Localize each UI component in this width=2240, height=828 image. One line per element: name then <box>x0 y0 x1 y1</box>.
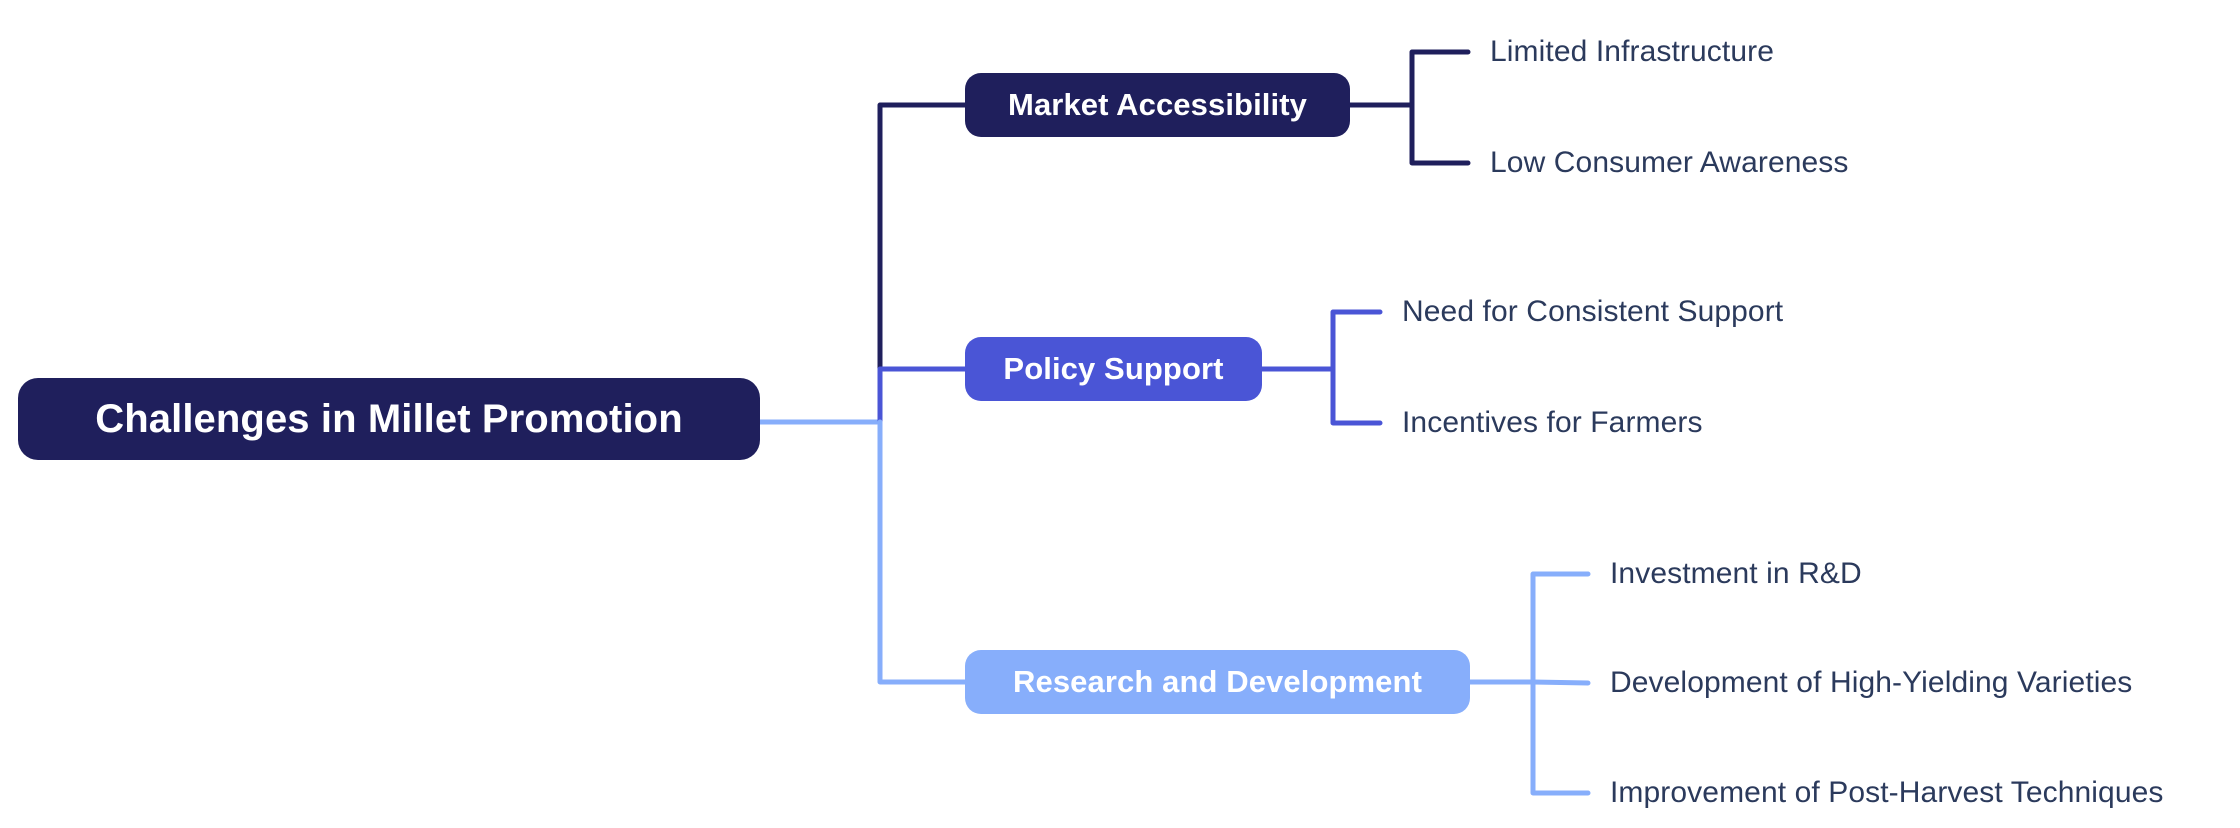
leaf-label-incentives-for-farmers[interactable]: Incentives for Farmers <box>1402 406 1703 439</box>
branch-node-label: Policy Support <box>1003 351 1224 386</box>
edge-root-to-branch-1 <box>877 366 968 425</box>
edge-branch-0-to-leaf-1 <box>1409 102 1471 166</box>
branch-node-label: Market Accessibility <box>1008 87 1307 122</box>
leaf-label-investment-in-rnd[interactable]: Investment in R&D <box>1610 557 1862 590</box>
leaf-label-limited-infrastructure[interactable]: Limited Infrastructure <box>1490 35 1774 68</box>
branch-node-label: Research and Development <box>1013 664 1422 699</box>
root-node[interactable]: Challenges in Millet Promotion <box>18 378 760 460</box>
root-node-label: Challenges in Millet Promotion <box>95 396 683 441</box>
edge-root-to-branch-0 <box>877 102 968 425</box>
edge-branch-2-to-leaf-2 <box>1530 679 1591 796</box>
leaf-label-need-for-consistent-support[interactable]: Need for Consistent Support <box>1402 295 1784 328</box>
edge-root-to-branch-2 <box>877 419 968 685</box>
leaf-label-low-consumer-awareness[interactable]: Low Consumer Awareness <box>1490 146 1849 179</box>
branch-node-market-accessibility[interactable]: Market Accessibility <box>965 73 1350 137</box>
edge-branch-2-to-leaf-0 <box>1530 571 1591 685</box>
edge-branch-0-to-leaf-0 <box>1409 49 1471 108</box>
leaf-label-improvement-of-post-harvest-techniques[interactable]: Improvement of Post-Harvest Techniques <box>1610 776 2164 809</box>
branch-node-research-and-development[interactable]: Research and Development <box>965 650 1470 714</box>
leaf-label-development-of-high-yielding-varieties[interactable]: Development of High-Yielding Varieties <box>1610 666 2133 699</box>
edge-branch-1-to-leaf-0 <box>1330 309 1383 372</box>
edge-branch-2-to-leaf-1 <box>1530 679 1591 686</box>
branch-node-policy-support[interactable]: Policy Support <box>965 337 1262 401</box>
edge-branch-1-to-leaf-1 <box>1330 366 1383 426</box>
